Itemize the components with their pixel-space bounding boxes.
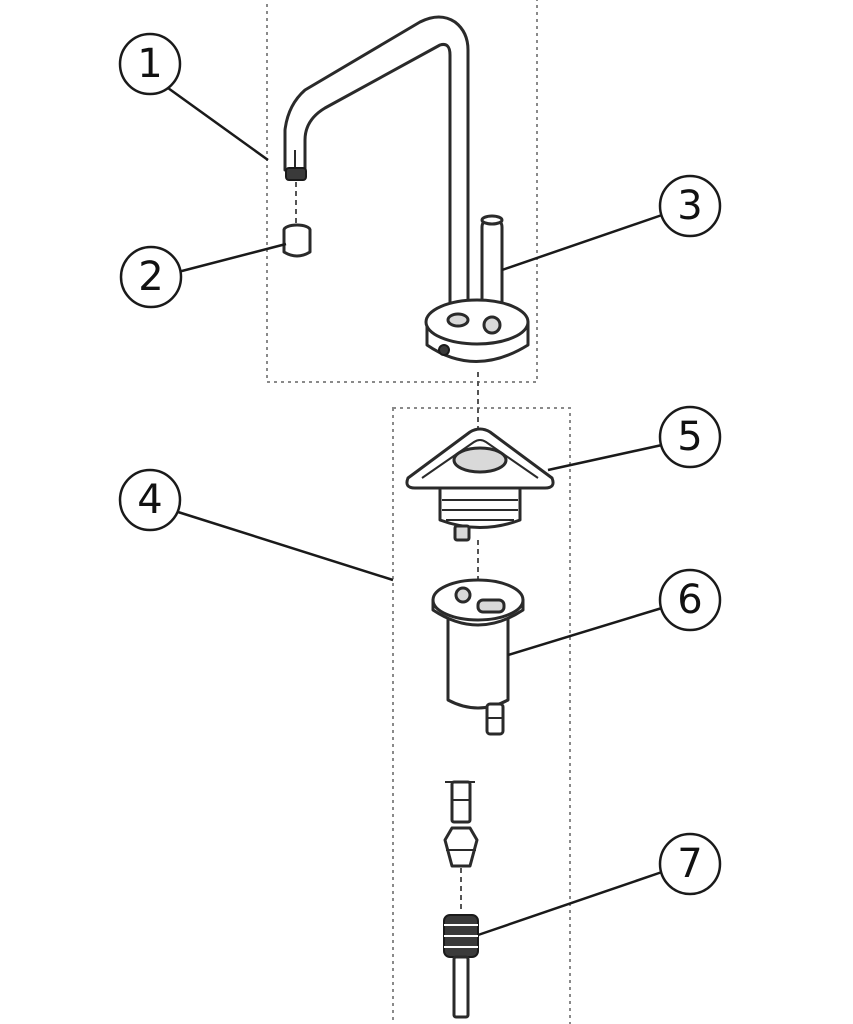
callout-2: 2 (119, 245, 183, 309)
callout-4-label: 4 (137, 477, 162, 523)
leader-7 (477, 870, 663, 937)
leader-6 (507, 606, 663, 657)
callout-4: 4 (118, 468, 182, 532)
callout-5: 5 (658, 405, 722, 469)
leader-3 (501, 213, 663, 272)
spout (283, 15, 470, 322)
callout-7: 7 (658, 832, 722, 896)
leader-2 (177, 242, 287, 274)
callout-7-label: 7 (677, 841, 702, 887)
callout-6: 6 (658, 568, 722, 632)
tank-assembly (431, 578, 525, 736)
fitting-connector (443, 914, 479, 1019)
leader-4 (177, 510, 394, 582)
compression-nut (443, 826, 479, 868)
supply-tube (445, 780, 475, 824)
callout-1-label: 1 (137, 41, 162, 87)
escutcheon (405, 427, 555, 490)
aerator (282, 223, 312, 258)
upper-assembly-frame (266, 0, 538, 383)
callout-1: 1 (118, 32, 182, 96)
leader-5 (547, 443, 663, 472)
callout-3: 3 (658, 174, 722, 238)
callout-2-label: 2 (138, 254, 163, 300)
lower-assembly-frame (392, 407, 571, 1024)
callout-5-label: 5 (677, 414, 702, 460)
leader-1 (167, 86, 269, 162)
callout-6-label: 6 (677, 577, 702, 623)
aerator-tip (285, 167, 307, 181)
threaded-shank (438, 488, 522, 542)
callout-3-label: 3 (677, 183, 702, 229)
faucet-base (424, 298, 530, 363)
